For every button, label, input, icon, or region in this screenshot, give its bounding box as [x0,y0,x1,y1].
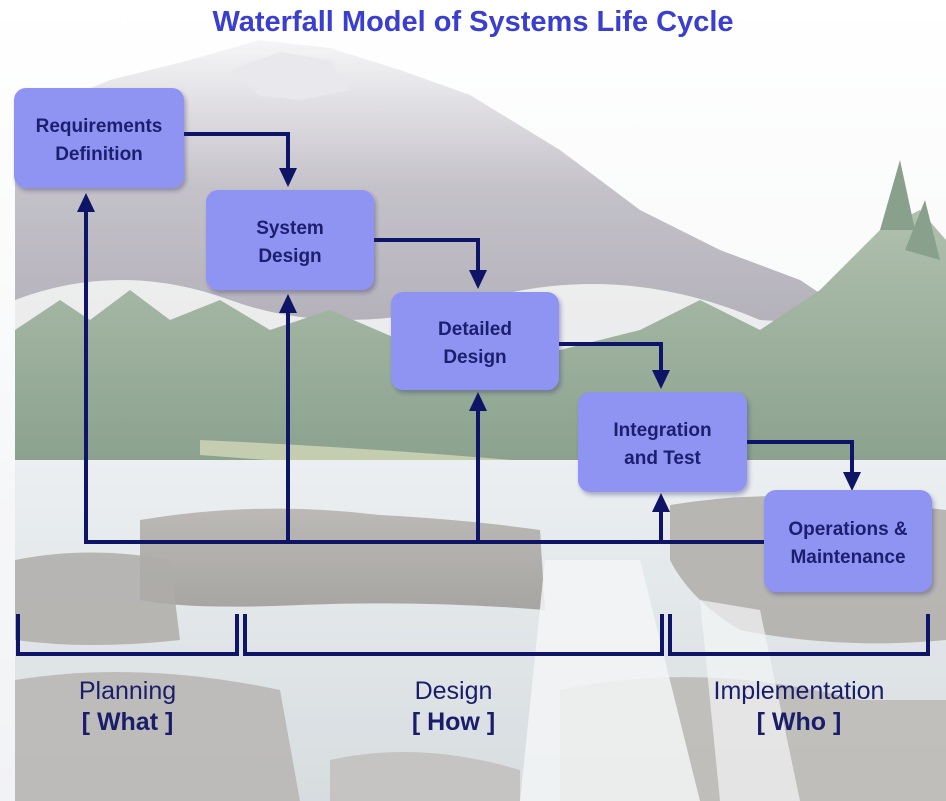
phase-sub: [ Who ] [756,708,842,736]
phase-name: Design [414,677,493,705]
stage-box [14,88,184,188]
phase-brackets [16,614,930,656]
stage-label-line2: Definition [55,144,143,165]
phase-sub: [ What ] [81,708,174,736]
arrow-requirements-to-system [183,132,290,178]
stage-boxes: RequirementsDefinitionSystemDesignDetail… [14,88,932,592]
phase-design: Design [ How ] [245,676,662,738]
stage-label-line1: Operations & [788,519,908,540]
feedback-arrowheads [77,193,670,512]
stage-box [578,392,747,492]
bracket-implementation [668,614,930,656]
arrow-detailed-to-integration [559,342,663,380]
stage-label-line2: Design [258,246,321,267]
stage-box [391,292,559,390]
stage-label-line1: System [256,218,324,239]
stage-integration-and-test: Integration and Test [578,392,747,492]
phase-planning: Planning [ What ] [18,676,237,738]
feedback-arrows [84,205,767,544]
stage-label-line2: Design [443,347,506,368]
bracket-planning [16,614,239,656]
stage-box [206,190,374,290]
stage-label-line1: Integration [613,420,711,441]
feedback-baseline [84,205,767,544]
stage-label-line1: Detailed [438,319,512,340]
stage-label-line2: Maintenance [790,547,905,568]
phase-name: Implementation [713,677,885,705]
arrow-system-to-detailed [374,238,480,280]
stage-label-line2: and Test [624,448,701,469]
bracket-design [243,614,664,656]
stage-label-line1: Requirements [36,116,163,137]
forward-arrows [183,132,854,482]
phase-sub: [ How ] [411,708,496,736]
phase-name: Planning [78,677,177,705]
arrow-integration-to-operations [747,440,854,482]
stage-box [764,490,932,592]
diagram-title: Waterfall Model of Systems Life Cycle [212,6,734,38]
stage-operations-and-maintenance: Operations & Maintenance [764,490,932,592]
phase-implementation: Implementation [ Who ] [670,676,928,738]
forward-arrowheads [279,168,861,491]
